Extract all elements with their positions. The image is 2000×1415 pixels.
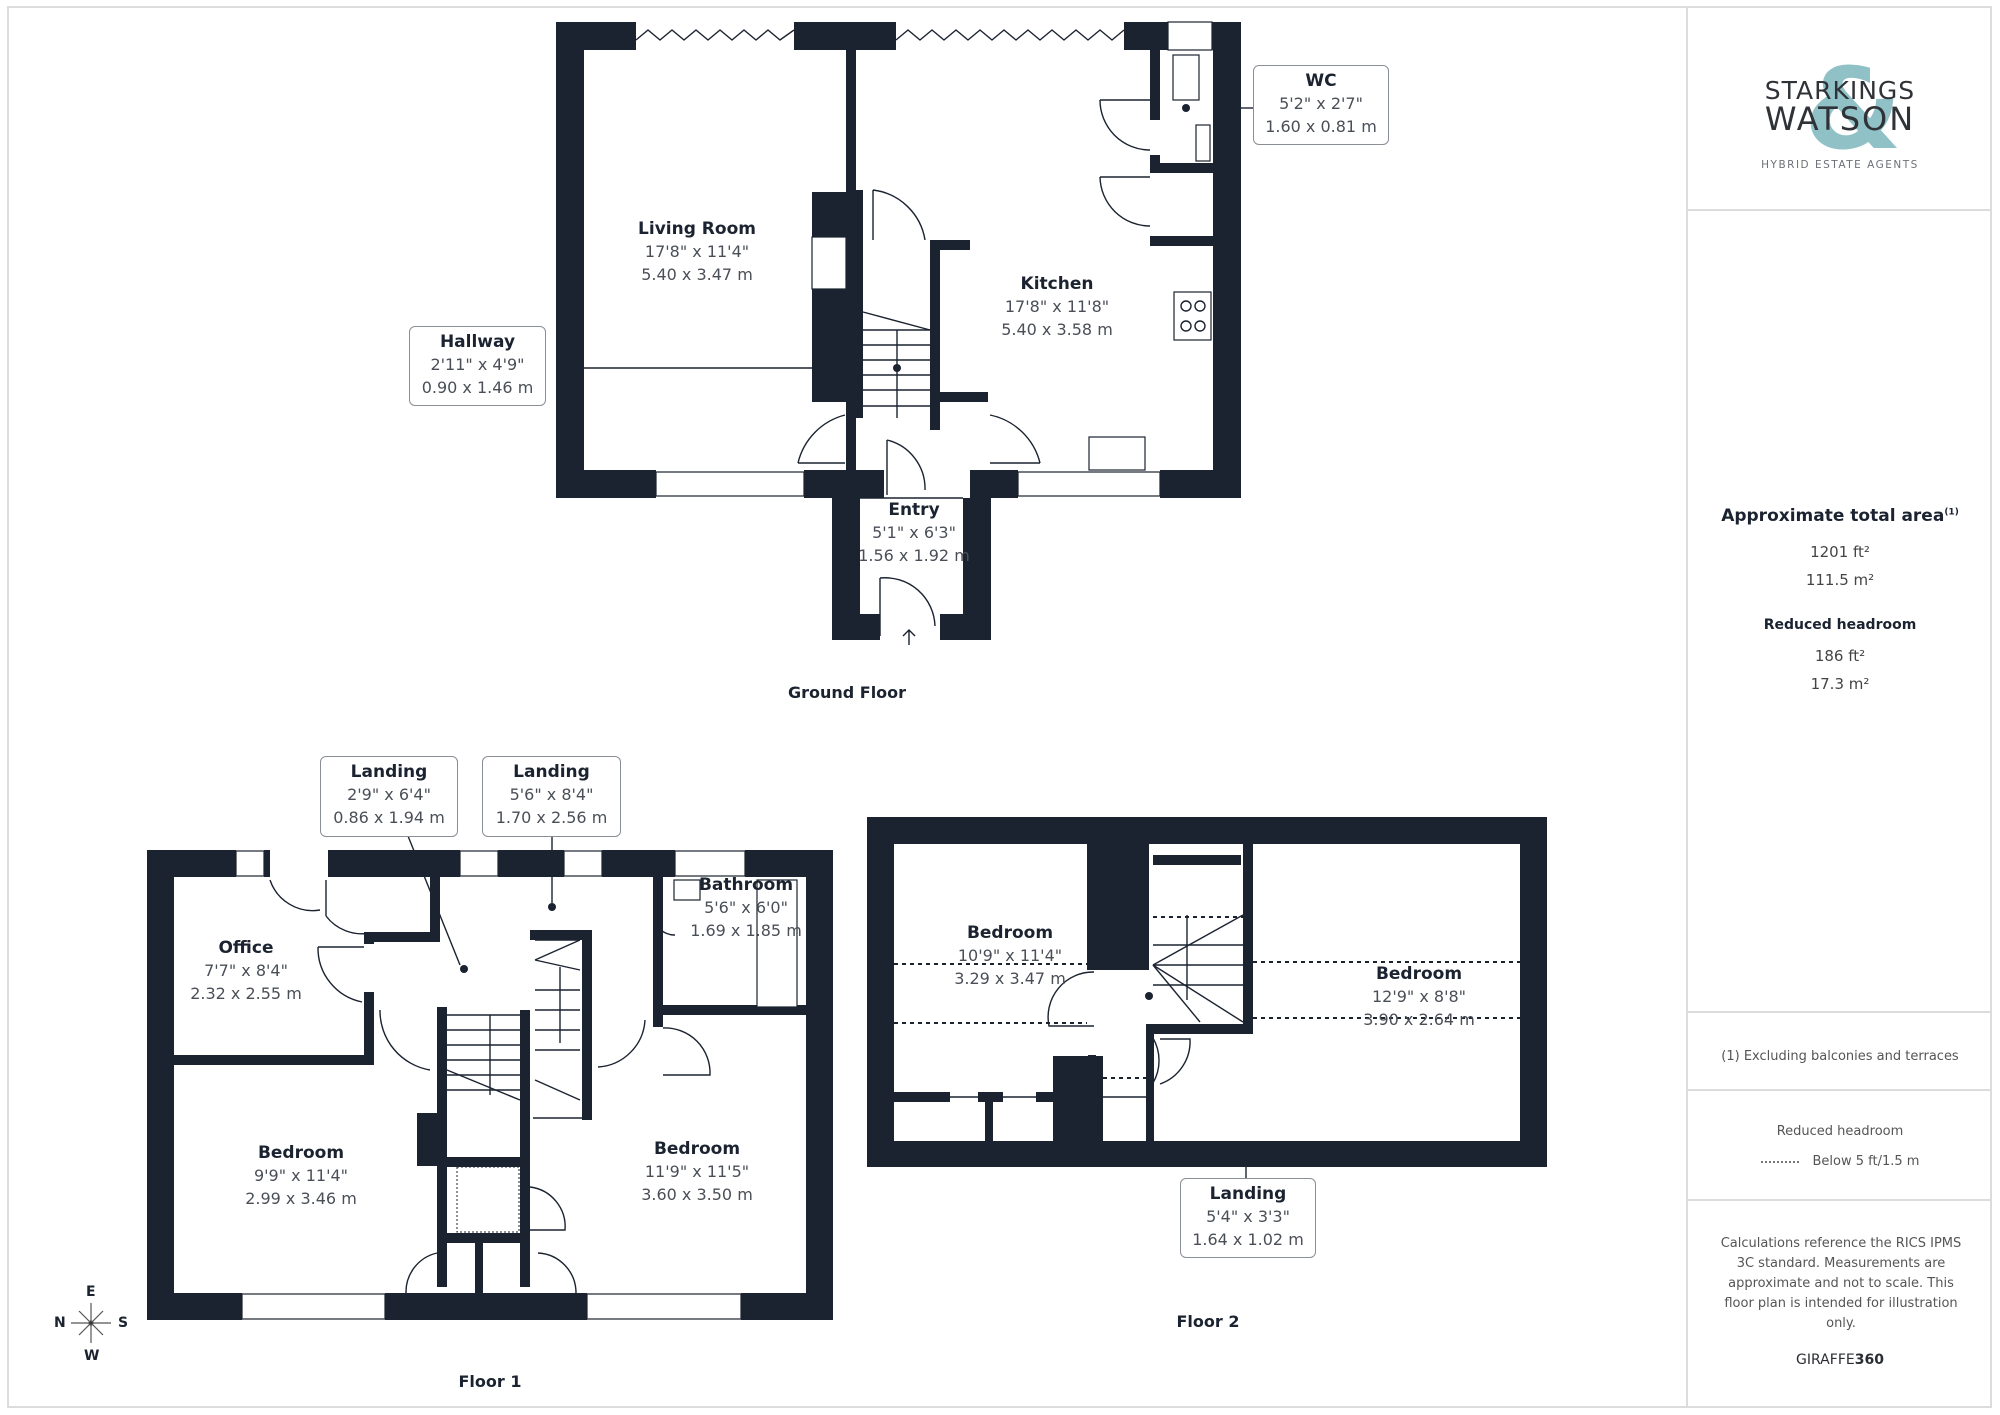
approx-total-area-label: Approximate total area: [1721, 506, 1945, 526]
room-size-metric: 1.70 x 2.56 m: [495, 808, 608, 827]
room-size-imperial: 12'9" x 8'8": [1371, 987, 1467, 1006]
floor-label-ground: Ground Floor: [787, 683, 907, 702]
room-size-metric: 3.60 x 3.50 m: [641, 1185, 753, 1204]
room-office: Office 7'7" x 8'4" 2.32 x 2.55 m: [190, 937, 302, 1005]
room-size-metric: 3.29 x 3.47 m: [954, 969, 1066, 988]
room-name: Office: [218, 938, 274, 958]
room-size-imperial: 7'7" x 8'4": [204, 961, 288, 980]
room-size-imperial: 2'9" x 6'4": [347, 785, 431, 804]
room-size-imperial: 10'9" x 11'4": [957, 946, 1063, 965]
compass-south-label: S: [118, 1315, 129, 1331]
room-size-imperial: 5'6" x 8'4": [509, 785, 594, 804]
room-name: Bedroom: [653, 1139, 741, 1159]
room-size-imperial: 5'2" x 2'7": [1279, 94, 1363, 113]
room-size-imperial: 5'1" x 6'3": [872, 523, 956, 542]
info-sidebar: & STARKINGS WATSON HYBRID ESTATE AGENTS …: [1686, 6, 1992, 1408]
room-size-metric: 0.86 x 1.94 m: [333, 808, 445, 827]
credit-prefix: GIRAFFE: [1796, 1352, 1855, 1368]
room-size-metric: 5.40 x 3.47 m: [641, 265, 753, 284]
room-name: Landing: [513, 762, 590, 782]
total-area-m2: 111.5 m²: [1805, 571, 1875, 589]
room-name: Hallway: [439, 332, 516, 352]
compass-west-label: W: [84, 1348, 100, 1364]
logo-tagline: HYBRID ESTATE AGENTS: [1761, 159, 1919, 171]
room-size-imperial: 2'11" x 4'9": [430, 355, 525, 374]
floor-label-1: Floor 1: [458, 1372, 522, 1391]
room-size-metric: 1.60 x 0.81 m: [1265, 117, 1377, 136]
credit-suffix: 360: [1854, 1352, 1884, 1368]
callout-landing-2: Landing 5'4" x 3'3" 1.64 x 1.02 m: [1180, 1178, 1316, 1258]
sidebar-divider: [1688, 209, 1992, 211]
disclaimer-text: Calculations reference the RICS IPMS 3C …: [1720, 1236, 1962, 1331]
compass-north-label: N: [54, 1315, 66, 1331]
sidebar-divider: [1688, 1089, 1992, 1091]
room-size-imperial: 17'8" x 11'8": [1004, 297, 1110, 316]
room-name: Bedroom: [966, 923, 1054, 943]
room-name: Bedroom: [257, 1143, 345, 1163]
room-size-metric: 3.90 x 2.64 m: [1363, 1010, 1475, 1029]
room-size-imperial: 11'9" x 11'5": [644, 1162, 750, 1181]
room-name: Kitchen: [1020, 274, 1094, 294]
floor-label-2: Floor 2: [1176, 1312, 1240, 1331]
room-name: Bedroom: [1375, 964, 1463, 984]
room-bedroom-1-left: Bedroom 9'9" x 11'4" 2.99 x 3.46 m: [245, 1142, 357, 1210]
legend-item-label: Below 5 ft/1.5 m: [1812, 1154, 1920, 1169]
room-size-imperial: 9'9" x 11'4": [253, 1166, 349, 1185]
reduced-headroom-heading: Reduced headroom: [1763, 617, 1917, 633]
approx-total-area-heading: Approximate total area(1): [1688, 506, 1992, 526]
room-name: Bathroom: [698, 875, 794, 895]
callout-wc: WC 5'2" x 2'7" 1.60 x 0.81 m: [1253, 65, 1389, 145]
logo-ampersand-icon: &: [1804, 45, 1902, 175]
room-bedroom-2-right: Bedroom 12'9" x 8'8" 3.90 x 2.64 m: [1363, 963, 1475, 1031]
room-size-metric: 5.40 x 3.58 m: [1001, 320, 1113, 339]
total-area-ft2: 1201 ft²: [1810, 543, 1870, 561]
room-name: Landing: [1209, 1184, 1287, 1204]
footnote-text: (1) Excluding balconies and terraces: [1721, 1049, 1959, 1064]
brand-logo: & STARKINGS WATSON HYBRID ESTATE AGENTS: [1688, 6, 1992, 209]
room-size-metric: 0.90 x 1.46 m: [421, 378, 534, 397]
compass-rose: [71, 1303, 111, 1343]
ground-floor-plan: [556, 21, 1254, 645]
sidebar-divider: [1688, 1199, 1992, 1201]
room-size-metric: 2.32 x 2.55 m: [190, 984, 302, 1003]
room-name: Living Room: [638, 219, 756, 239]
room-kitchen: Kitchen 17'8" x 11'8" 5.40 x 3.58 m: [1001, 273, 1113, 341]
room-name: Entry: [888, 500, 940, 520]
legend-title: Reduced headroom: [1776, 1124, 1904, 1139]
footnote-marker: (1): [1944, 507, 1959, 518]
floor-2-plan: [867, 817, 1547, 1180]
legend-item: Below 5 ft/1.5 m: [1688, 1154, 1992, 1169]
callout-hallway: Hallway 2'11" x 4'9" 0.90 x 1.46 m: [409, 326, 546, 406]
reduced-area-m2: 17.3 m²: [1810, 675, 1870, 693]
room-bedroom-2-left: Bedroom 10'9" x 11'4" 3.29 x 3.47 m: [954, 922, 1066, 990]
room-size-imperial: 5'4" x 3'3": [1206, 1207, 1290, 1226]
reduced-area-ft2: 186 ft²: [1814, 647, 1866, 665]
sidebar-divider: [1688, 1011, 1992, 1013]
callout-landing-a: Landing 2'9" x 6'4" 0.86 x 1.94 m: [320, 756, 458, 837]
compass-east-label: E: [86, 1284, 96, 1300]
room-size-metric: 2.99 x 3.46 m: [245, 1189, 357, 1208]
floor-1-plan: [147, 835, 833, 1320]
room-size-imperial: 5'6" x 6'0": [704, 898, 788, 917]
room-name: WC: [1305, 71, 1337, 91]
room-bathroom: Bathroom 5'6" x 6'0" 1.69 x 1.85 m: [690, 874, 802, 942]
room-size-metric: 1.69 x 1.85 m: [690, 921, 802, 940]
giraffe360-credit: GIRAFFE360: [1688, 1352, 1992, 1368]
room-living-room: Living Room 17'8" x 11'4" 5.40 x 3.47 m: [638, 218, 756, 286]
callout-landing-b: Landing 5'6" x 8'4" 1.70 x 2.56 m: [482, 756, 621, 837]
logo-line-1: STARKINGS: [1764, 76, 1916, 105]
dotted-line-icon: [1760, 1160, 1799, 1163]
room-size-imperial: 17'8" x 11'4": [644, 242, 750, 261]
page-frame: [7, 6, 1992, 1408]
room-bedroom-1-right: Bedroom 11'9" x 11'5" 3.60 x 3.50 m: [641, 1138, 753, 1206]
room-name: Landing: [350, 762, 428, 782]
room-entry: Entry 5'1" x 6'3" 1.56 x 1.92 m: [858, 499, 970, 567]
room-size-metric: 1.64 x 1.02 m: [1192, 1230, 1304, 1249]
logo-line-2: WATSON: [1764, 100, 1916, 138]
room-size-metric: 1.56 x 1.92 m: [858, 546, 970, 565]
